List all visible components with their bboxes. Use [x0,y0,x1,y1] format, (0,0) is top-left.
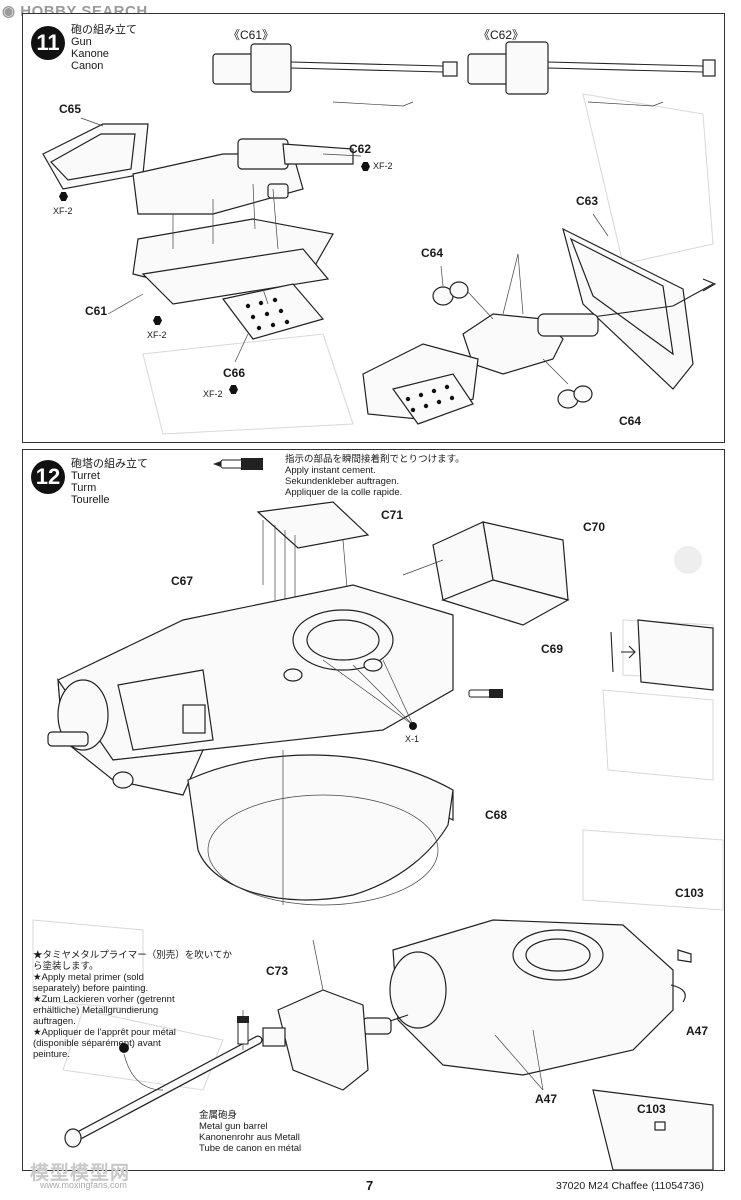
step-11-number: 11 [31,26,65,60]
metal-primer-note-fr-3: peinture. [33,1049,70,1060]
step-11-panel: 11 砲の組み立て Gun Kanone Canon 《C61》 《C62》 C… [22,13,725,443]
label-c70: C70 [583,520,606,534]
label-c63: C63 [576,194,599,208]
metal-primer-tube-icon [119,1016,249,1091]
label-xf2-c62: XF-2 [373,161,393,171]
step-11-title-en: Gun [71,36,92,48]
metal-primer-note-fr-2: (disponible séparément) avant [33,1038,161,1049]
product-code: 37020 M24 Chaffee (11054736) [556,1180,704,1192]
turret-assembly-drawing [32,458,724,1170]
metal-primer-note-jp: ★タミヤメタルプライマー（別売）を吹いてから塗装します。 [33,950,233,972]
label-xf2-c66: XF-2 [203,389,223,399]
label-c73: C73 [266,964,289,978]
step-11-title: 砲の組み立て Gun Kanone Canon [71,24,137,72]
metal-barrel-note-fr: Tube de canon en métal [199,1143,302,1154]
label-c61: C61 [85,304,108,318]
label-c67: C67 [171,574,194,588]
label-a47-bottom: A47 [535,1092,558,1106]
label-c66: C66 [223,366,246,380]
metal-barrel-note-jp: 金属砲身 [199,1110,238,1121]
label-c103-top: C103 [675,886,704,900]
metal-barrel-note: 金属砲身 Metal gun barrel Kanonenrohr aus Me… [199,1110,301,1154]
instant-cement-note-de: Sekundenkleber auftragen. [285,476,400,487]
instant-cement-note-jp: 指示の部品を瞬間接着剤でとりつけます。 [285,454,465,465]
subassembly-c61-label: 《C61》 [228,28,275,42]
page-number: 7 [366,1178,374,1193]
gun-assembly-drawing [42,41,717,435]
label-c62: C62 [349,142,372,156]
cement-tube-icon [468,689,503,698]
paint-xf2-icon [229,385,238,394]
label-xf2-c61: XF-2 [147,330,167,340]
label-a47-right: A47 [686,1024,709,1038]
label-c68: C68 [485,808,508,822]
label-x1: X-1 [405,734,420,744]
metal-gun-barrel-drawing [64,1010,286,1148]
turret-body-drawing [47,584,454,796]
instant-cement-note-en: Apply instant cement. [285,465,376,476]
ghost-background-art [32,546,724,1091]
label-c69: C69 [541,642,564,656]
metal-primer-note: ★タミヤメタルプライマー（別売）を吹いてから塗装します。 ★Apply meta… [33,950,233,1060]
metal-barrel-note-de: Kanonenrohr aus Metall [199,1132,300,1143]
turret-ring-c68-drawing [187,750,454,906]
subassembly-c62-label: 《C62》 [478,28,525,42]
step-11-title-jp: 砲の組み立て [71,24,137,36]
metal-barrel-note-en: Metal gun barrel [199,1121,268,1132]
label-c103-bottom: C103 [637,1102,666,1116]
gun-exploded-left [42,123,354,340]
bottom-watermark: 模型模型网 [30,1163,131,1184]
cement-tube-icon [213,458,263,470]
step-12-title-fr: Tourelle [71,494,110,506]
c62-subassembly-drawing [467,41,716,107]
step-11-title-de: Kanone [71,48,109,60]
step-12-title: 砲塔の組み立て Turret Turm Tourelle [71,458,148,506]
c61-subassembly-drawing [212,43,458,107]
gun-assembled-right [362,227,717,425]
metal-primer-note-de-2: erhältliche) Metallgrundierung [33,1005,159,1016]
step-12-title-de: Turm [71,482,97,494]
metal-primer-note-de-3: auftragen. [33,1016,76,1027]
metal-primer-note-fr-1: ★Appliquer de l'apprêt pour métal [33,1027,176,1038]
paint-xf2-icon [361,162,370,171]
label-c65: C65 [59,102,82,116]
step-12-title-en: Turret [71,470,100,482]
label-c64-top: C64 [421,246,444,260]
label-c64-bottom: C64 [619,414,642,428]
bottom-watermark-url: www.moxingfans.com [40,1180,128,1190]
watermark-logo-icon: ◉ [2,3,21,20]
step-12-panel: 12 砲塔の組み立て Turret Turm Tourelle 指示の部品を瞬間… [22,449,725,1171]
step-11-title-fr: Canon [71,60,104,72]
metal-primer-note-en-2: separately) before painting. [33,983,149,994]
label-c71: C71 [381,508,404,522]
assembled-turret-drawing [362,919,692,1076]
metal-primer-note-de-1: ★Zum Lackieren vorher (getrennt [33,994,175,1005]
metal-primer-note-en-1: ★Apply metal primer (sold [33,972,144,983]
instant-cement-note-fr: Appliquer de la colle rapide. [285,487,403,498]
step-12-number: 12 [31,460,65,494]
paint-xf2-icon [153,316,162,325]
step-12-title-jp: 砲塔の組み立て [71,458,148,470]
label-xf2-c65: XF-2 [53,206,73,216]
instant-cement-note: 指示の部品を瞬間接着剤でとりつけます。 Apply instant cement… [285,454,465,498]
paint-xf2-icon [59,192,68,201]
